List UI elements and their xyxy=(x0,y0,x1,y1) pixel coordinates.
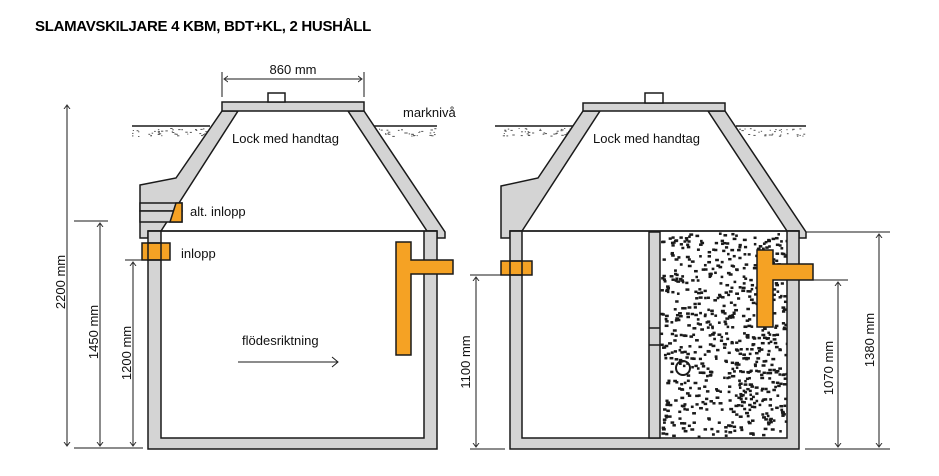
inlet-pipe xyxy=(500,260,533,276)
diagram-title: SLAMAVSKILJARE 4 KBM, BDT+KL, 2 HUSHÅLL xyxy=(35,18,371,35)
lid xyxy=(221,101,365,112)
dim-alt-inlet-height: 1450 mm xyxy=(86,305,101,359)
opening-icon xyxy=(675,360,691,376)
lid xyxy=(582,102,726,112)
ground-and-gravel-texture xyxy=(132,128,806,137)
outlet-t-pipe xyxy=(395,241,454,356)
right-tank xyxy=(470,92,890,450)
alt-inlet-pipe xyxy=(168,202,183,223)
ground-level-label: marknivå xyxy=(403,105,457,120)
dim-inlet-height: 1200 mm xyxy=(119,326,134,380)
lid-label: Lock med handtag xyxy=(232,131,339,146)
lid-label: Lock med handtag xyxy=(593,131,700,146)
dim-inlet-height: 1100 mm xyxy=(458,335,473,388)
lid-width-label: 860 mm xyxy=(270,62,317,77)
tank-cone xyxy=(706,110,807,239)
lid-handle xyxy=(644,92,664,104)
flow-direction-label: flödesriktning xyxy=(242,333,319,348)
lid-handle xyxy=(267,92,286,103)
dim-total-height: 2200 mm xyxy=(53,255,68,309)
dim-tank-height: 1380 mm xyxy=(862,313,877,367)
tank-cone xyxy=(346,110,446,239)
inlet-label: inlopp xyxy=(181,246,216,261)
dim-outlet-height: 1070 mm xyxy=(821,341,836,395)
alt-inlet-label: alt. inlopp xyxy=(190,204,246,219)
inlet-pipe xyxy=(141,242,171,261)
tank-cone xyxy=(500,110,602,239)
baffle-wall xyxy=(648,231,661,439)
left-tank xyxy=(67,72,454,450)
